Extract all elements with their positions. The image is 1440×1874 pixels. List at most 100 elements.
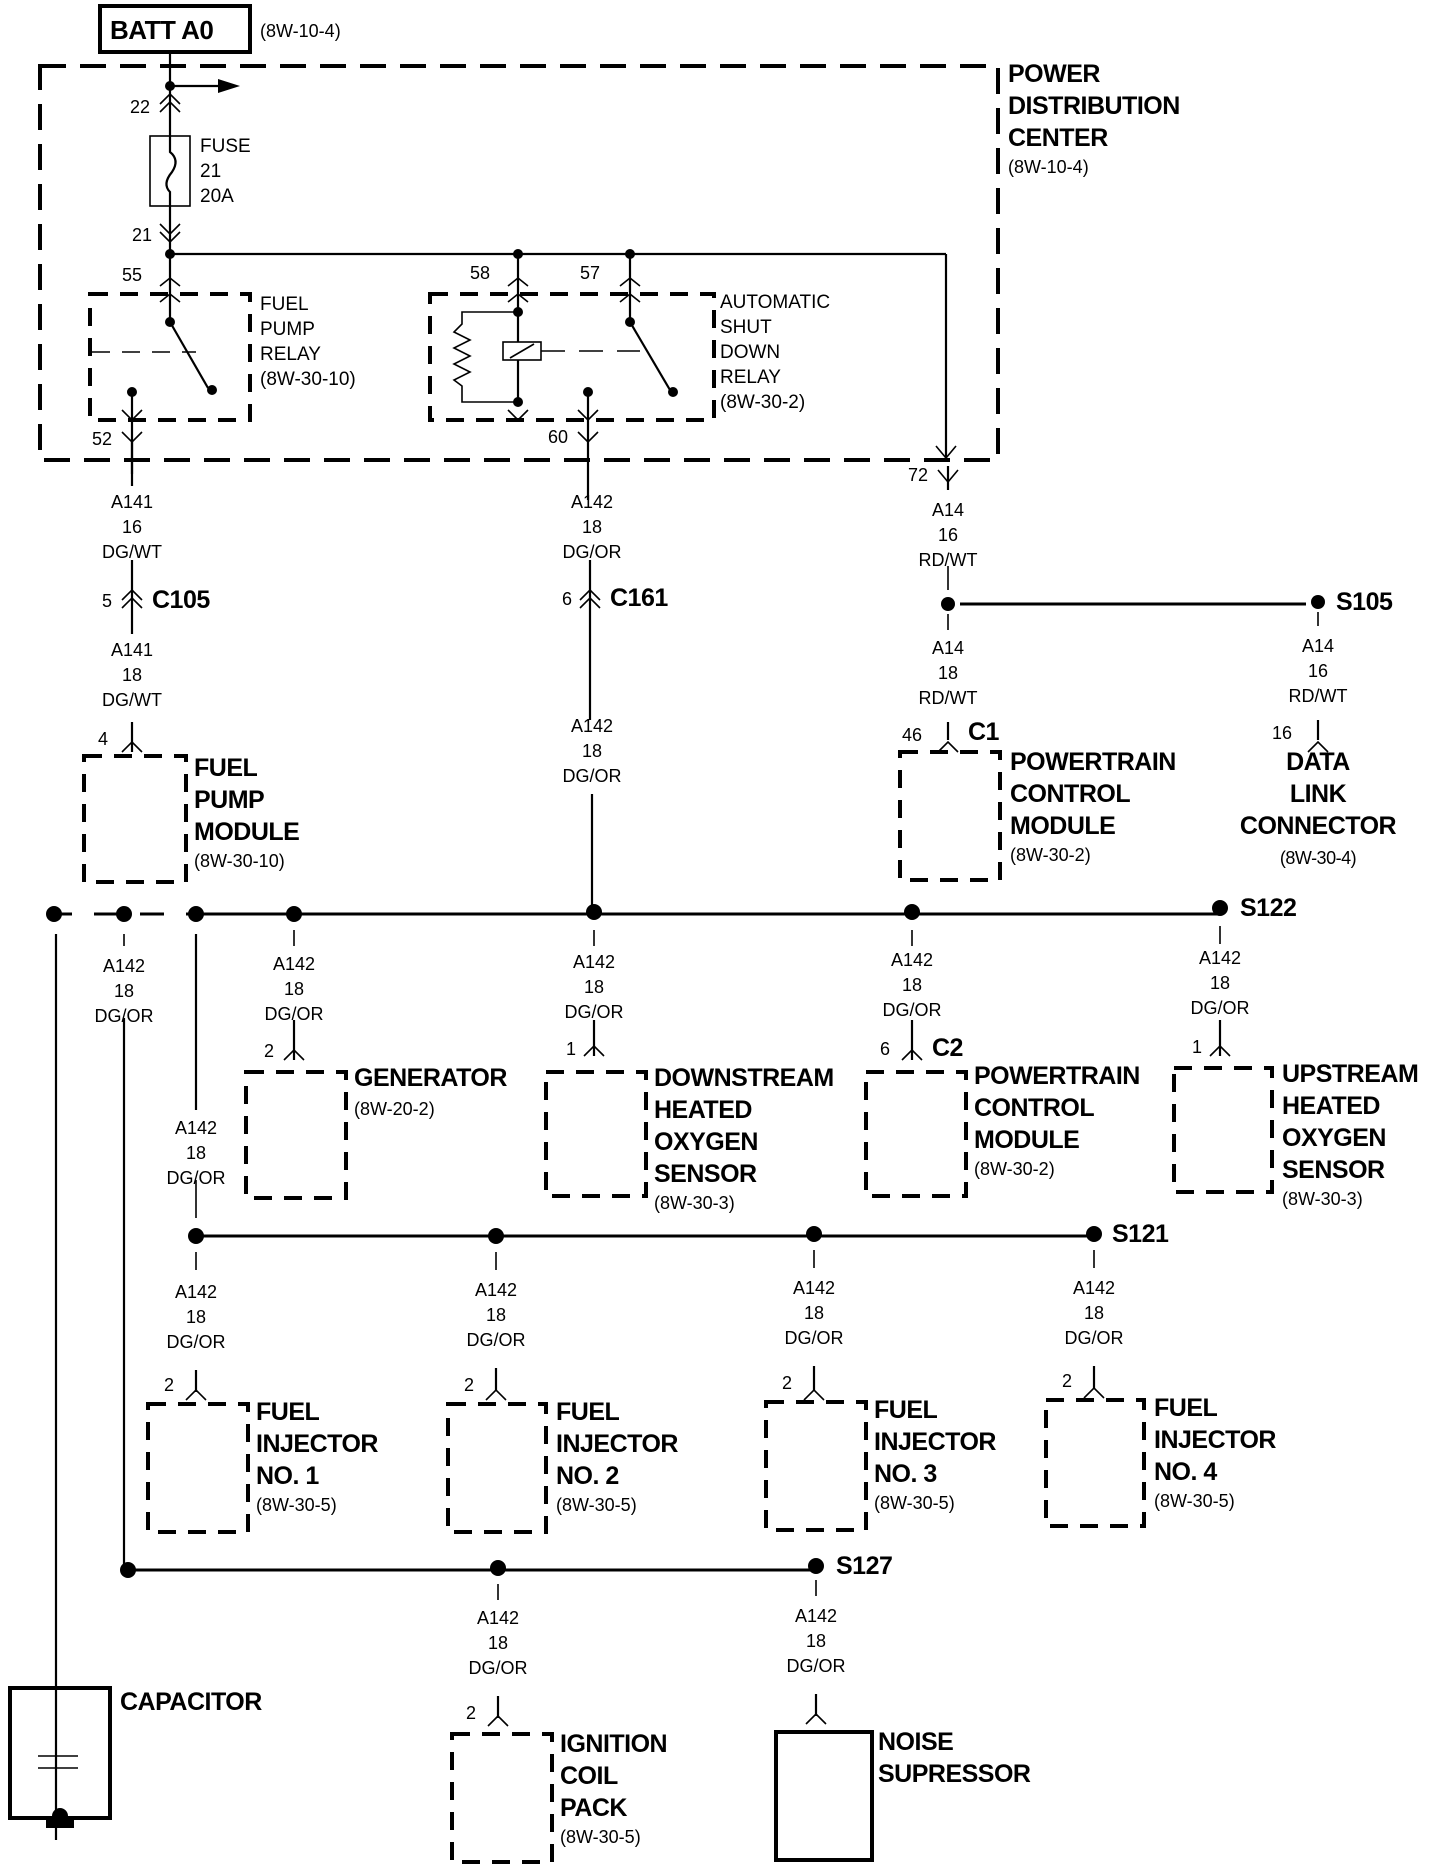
pdc-title: POWER DISTRIBUTION CENTER	[1008, 60, 1180, 152]
splice-s127-dot	[808, 1558, 824, 1574]
pcm-c2-outline	[864, 1070, 968, 1198]
upstream-o2-ref: (8W-30-3)	[1282, 1189, 1363, 1209]
fuel-pump-module-outline	[82, 754, 188, 884]
asd-pin-coil: 58	[470, 263, 491, 283]
splice-s122-dot	[1212, 900, 1228, 916]
noise-suppressor-box	[774, 1730, 874, 1862]
fpr-pin-out: 52	[92, 429, 113, 449]
injector1-label: FUEL INJECTOR NO. 1	[256, 1398, 378, 1490]
fuel-pump-module-ref: (8W-30-10)	[194, 851, 285, 871]
ignition-coil-label: IGNITION COIL PACK	[560, 1730, 668, 1822]
injector4-outline	[1044, 1398, 1146, 1528]
inj4-pin: 2	[1062, 1371, 1073, 1391]
asd-relay-label: AUTOMATIC SHUT DOWN RELAY (8W-30-2)	[720, 292, 831, 413]
c1-pin: 46	[902, 725, 923, 745]
data-link-connector-label: DATA LINK CONNECTOR (8W-30-4)	[1239, 748, 1397, 868]
dlc-pin: 16	[1272, 723, 1293, 743]
splice-s127: S127	[836, 1552, 893, 1580]
fuse-pin-out: 21	[132, 225, 153, 245]
capacitor-label: CAPACITOR	[120, 1688, 262, 1716]
fuse-pin-in: 22	[130, 97, 151, 117]
fuel-pump-module-label: FUEL PUMP MODULE	[194, 754, 300, 846]
injector4-label: FUEL INJECTOR NO. 4	[1154, 1394, 1276, 1486]
injector2-label: FUEL INJECTOR NO. 2	[556, 1398, 678, 1490]
dso2-pin: 1	[566, 1039, 577, 1059]
fpm-pin: 4	[98, 729, 109, 749]
pcm-c1-ref: (8W-30-2)	[1010, 845, 1091, 865]
asd-pin-out: 60	[548, 427, 569, 447]
splice-s105-dot	[1311, 595, 1325, 609]
inj2-pin: 2	[464, 1375, 475, 1395]
inj3-pin: 2	[782, 1373, 793, 1393]
splice-s105: S105	[1336, 588, 1393, 616]
capacitor-box	[8, 1686, 112, 1820]
connector-c2: C2	[932, 1034, 963, 1062]
generator-ref: (8W-20-2)	[354, 1099, 435, 1119]
ignition-coil-outline	[450, 1732, 554, 1864]
injector3-ref: (8W-30-5)	[874, 1493, 955, 1513]
arrow-right-icon	[218, 79, 240, 93]
pdc-pin-72: 72	[908, 465, 929, 485]
pdc-ref: (8W-10-4)	[1008, 157, 1089, 177]
injector4-ref: (8W-30-5)	[1154, 1491, 1235, 1511]
c2-pin: 6	[880, 1039, 891, 1059]
fuse-label: FUSE 21 20A	[200, 136, 251, 207]
fuel-pump-relay-label: FUEL PUMP RELAY (8W-30-10)	[260, 294, 356, 390]
downstream-o2-outline	[544, 1070, 648, 1198]
fuse-element	[165, 136, 177, 206]
battery-ref: (8W-10-4)	[260, 21, 341, 41]
noise-suppressor-label: NOISE SUPRESSOR	[878, 1728, 1031, 1788]
connector-c161: C161	[610, 584, 668, 612]
battery-box	[98, 4, 252, 54]
connector-c1: C1	[968, 718, 999, 746]
pcm-c2-label: POWERTRAIN CONTROL MODULE	[974, 1062, 1140, 1154]
upstream-o2-label: UPSTREAM HEATED OXYGEN SENSOR	[1282, 1060, 1419, 1184]
downstream-o2-ref: (8W-30-3)	[654, 1193, 735, 1213]
ground-icon	[46, 1820, 74, 1828]
splice-s121-dot	[1086, 1226, 1102, 1242]
injector2-outline	[446, 1402, 548, 1534]
generator-pin: 2	[264, 1041, 275, 1061]
battery-label: BATT A0	[110, 15, 214, 45]
asd-pin-switch: 57	[580, 263, 601, 283]
fpr-pin-in: 55	[122, 265, 143, 285]
injector1-ref: (8W-30-5)	[256, 1495, 337, 1515]
c105-pin: 5	[102, 591, 113, 611]
injector1-outline	[146, 1402, 250, 1534]
splice-s122: S122	[1240, 894, 1297, 922]
downstream-o2-label: DOWNSTREAM HEATED OXYGEN SENSOR	[654, 1064, 834, 1188]
generator-label: GENERATOR	[354, 1064, 507, 1092]
pcm-c1-label: POWERTRAIN CONTROL MODULE	[1010, 748, 1176, 840]
pcm-c1-outline	[898, 750, 1002, 882]
ignition-coil-ref: (8W-30-5)	[560, 1827, 641, 1847]
connector-c105: C105	[152, 586, 210, 614]
asd-relay-outline	[428, 292, 716, 422]
generator-outline	[244, 1070, 348, 1200]
inj1-pin: 2	[164, 1375, 175, 1395]
upstream-o2-outline	[1172, 1066, 1274, 1194]
injector3-label: FUEL INJECTOR NO. 3	[874, 1396, 996, 1488]
c161-pin: 6	[562, 589, 573, 609]
pcm-c2-ref: (8W-30-2)	[974, 1159, 1055, 1179]
injector2-ref: (8W-30-5)	[556, 1495, 637, 1515]
uso2-pin: 1	[1192, 1037, 1203, 1057]
splice-s121: S121	[1112, 1220, 1169, 1248]
